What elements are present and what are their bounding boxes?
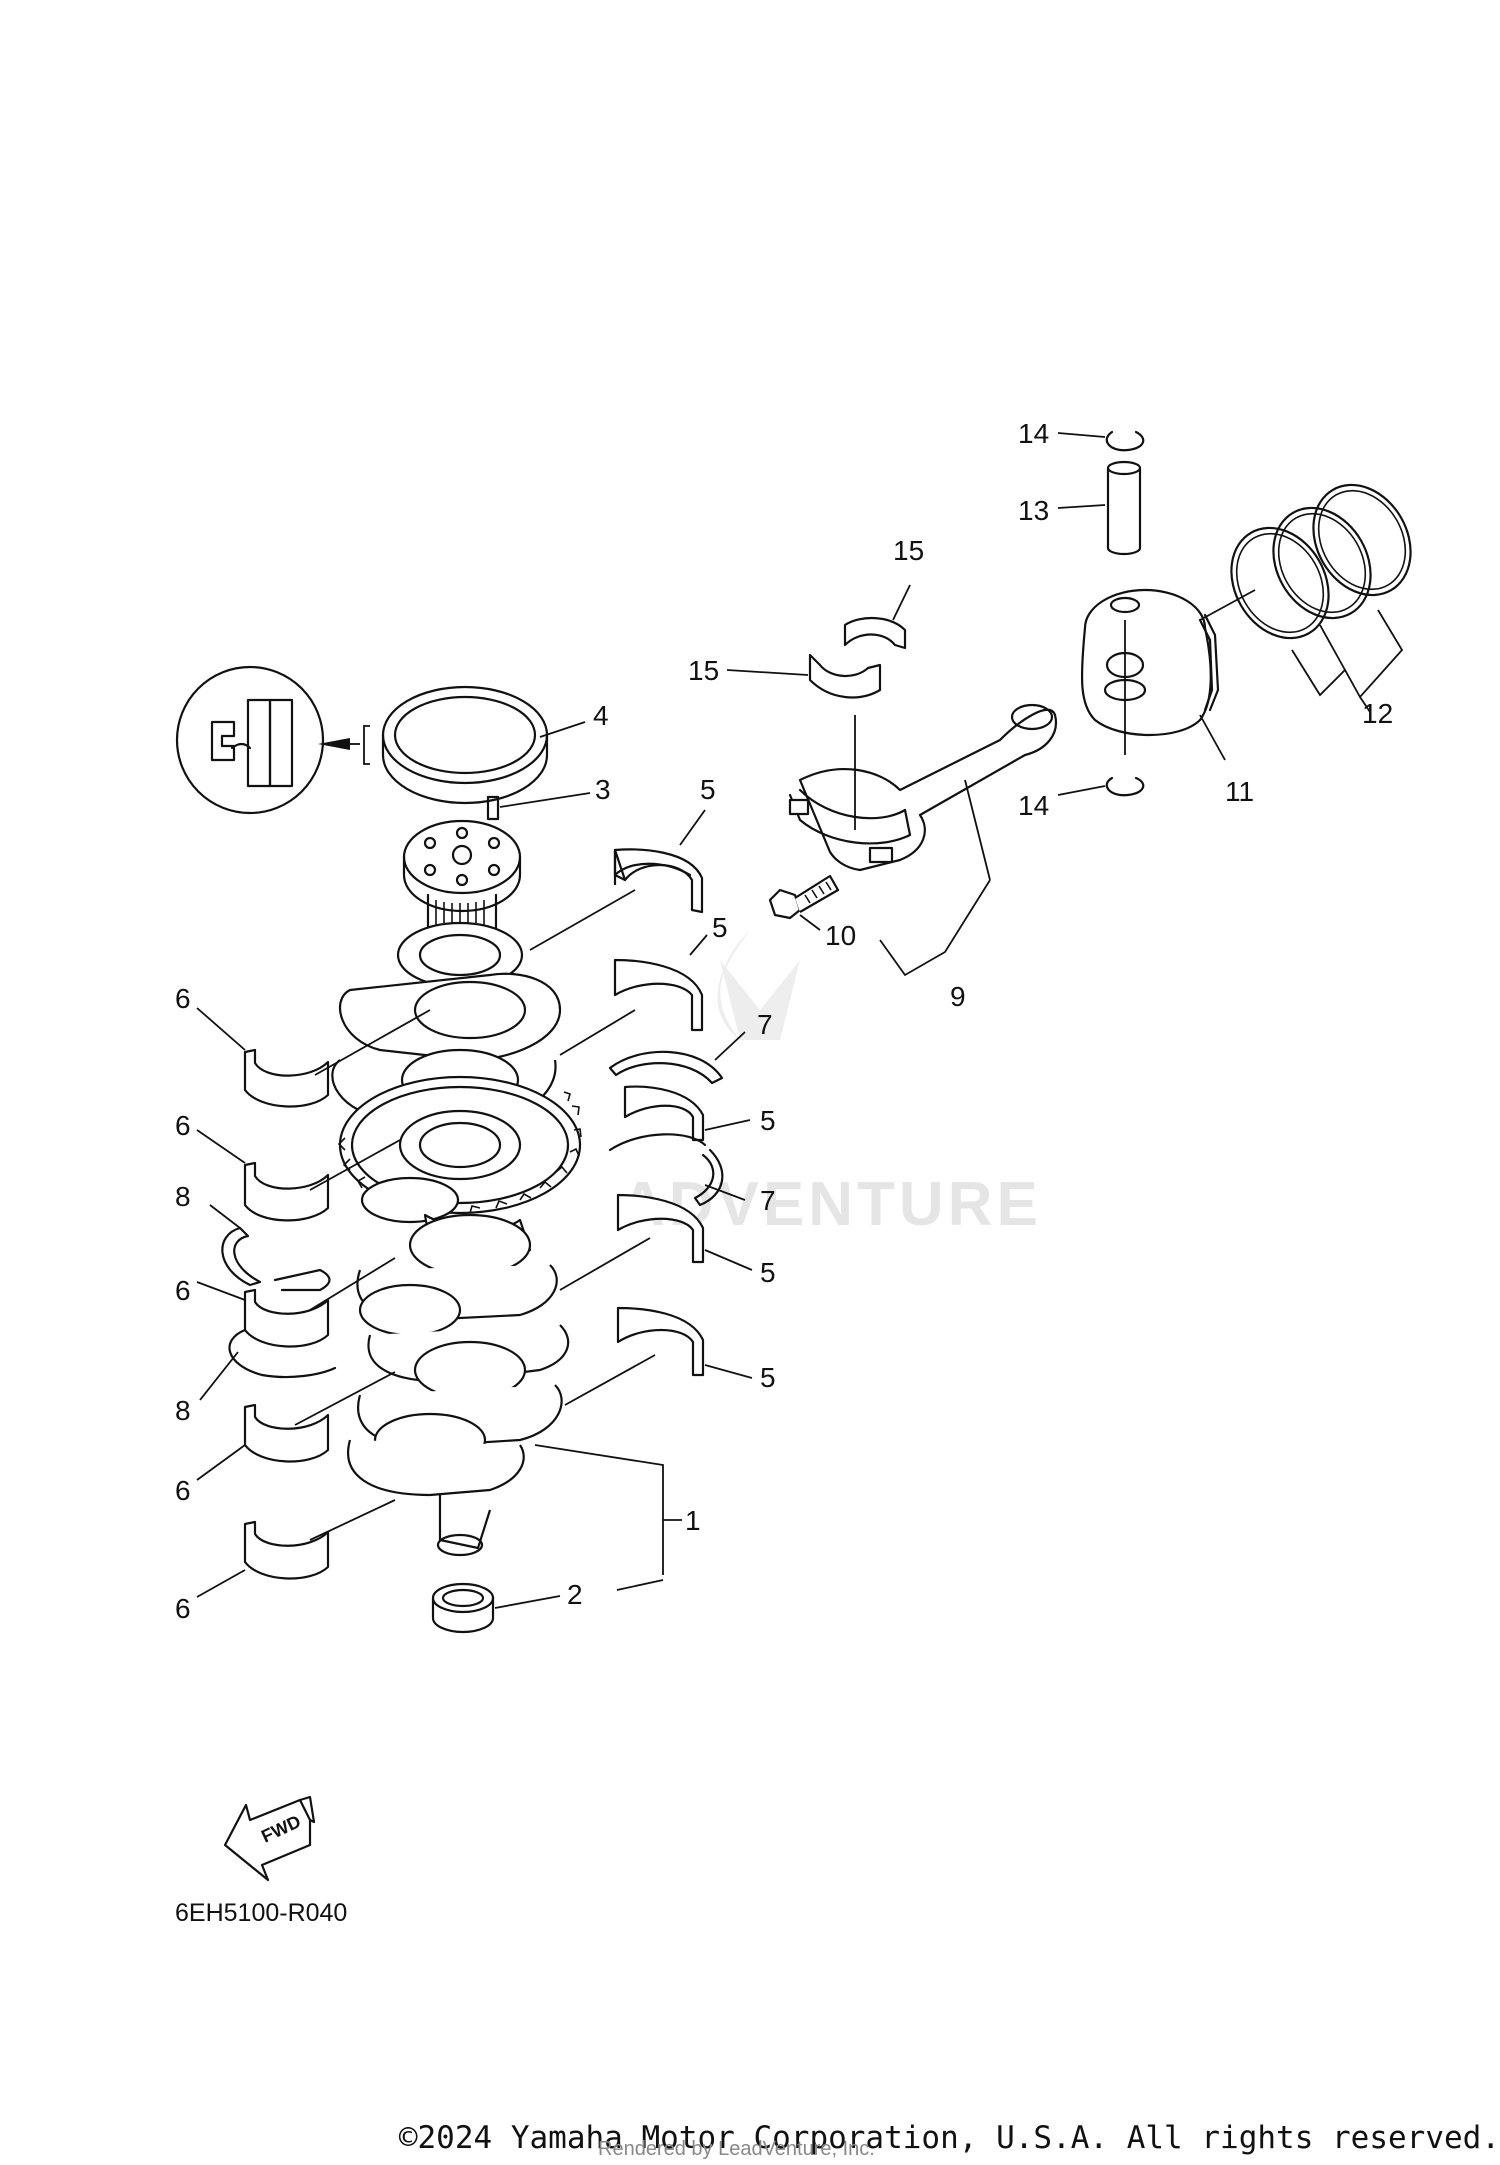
part-13-piston-pin	[1057, 460, 1142, 556]
callout-15a: 15	[893, 535, 924, 566]
callout-6b: 6	[175, 1110, 191, 1141]
callout-15b: 15	[688, 655, 719, 686]
part-10-bolt	[768, 874, 840, 931]
fwd-arrow-icon: FWD	[223, 1795, 316, 1882]
part-5-bearings	[529, 809, 753, 1406]
callout-6a: 6	[175, 983, 191, 1014]
part-2-bushing	[431, 1579, 664, 1634]
callout-5d: 5	[760, 1257, 776, 1288]
part-7-thrust-washers	[608, 1031, 746, 1207]
part-6-bearings	[196, 1007, 431, 1598]
callout-5c: 5	[760, 1105, 776, 1136]
callout-6e: 6	[175, 1593, 191, 1624]
callout-13: 13	[1018, 495, 1049, 526]
callout-4: 4	[593, 700, 609, 731]
callout-5a: 5	[700, 774, 716, 805]
callout-1: 1	[685, 1505, 701, 1536]
callout-10: 10	[825, 920, 856, 951]
part-9-connecting-rod	[788, 703, 1058, 977]
callout-14a: 14	[1018, 418, 1049, 449]
callout-12: 12	[1362, 698, 1393, 729]
callout-5b: 5	[712, 912, 728, 943]
part-1-crankshaft	[331, 819, 682, 1575]
seal-detail-inset	[175, 665, 370, 815]
part-12-piston-rings	[1199, 483, 1412, 713]
callout-9: 9	[950, 981, 966, 1012]
callout-14b: 14	[1018, 790, 1049, 821]
callout-6c: 6	[175, 1275, 191, 1306]
callout-3: 3	[595, 774, 611, 805]
callout-8a: 8	[175, 1181, 191, 1212]
part-11-piston	[1080, 588, 1226, 761]
callout-8b: 8	[175, 1395, 191, 1426]
callout-2: 2	[567, 1579, 583, 1610]
callout-6d: 6	[175, 1475, 191, 1506]
callout-11: 11	[1225, 776, 1254, 807]
figure-code: 6EH5100-R040	[175, 1899, 347, 1927]
callout-7a: 7	[757, 1009, 773, 1040]
watermark-text: ADVENTURE	[620, 1170, 1042, 1239]
part-8-thrust-washers	[199, 1204, 337, 1401]
callouts: 4 3 5 5 7 5 7 5 5 1 2 6 6 8 6 8 6 6 14 1…	[175, 418, 1393, 1624]
part-3-dowel-pin	[486, 792, 591, 821]
callout-5e: 5	[760, 1362, 776, 1393]
part-14-circlips	[1057, 430, 1145, 797]
part-4-oil-seal	[381, 685, 586, 805]
rendered-by-note: Rendered by LeadVenture, Inc.	[598, 2138, 875, 2160]
part-15-rod-bearings	[726, 584, 911, 699]
callout-7b: 7	[760, 1185, 776, 1216]
copyright-notice: ©2024 Yamaha Motor Corporation, U.S.A. A…	[398, 2120, 1500, 2156]
